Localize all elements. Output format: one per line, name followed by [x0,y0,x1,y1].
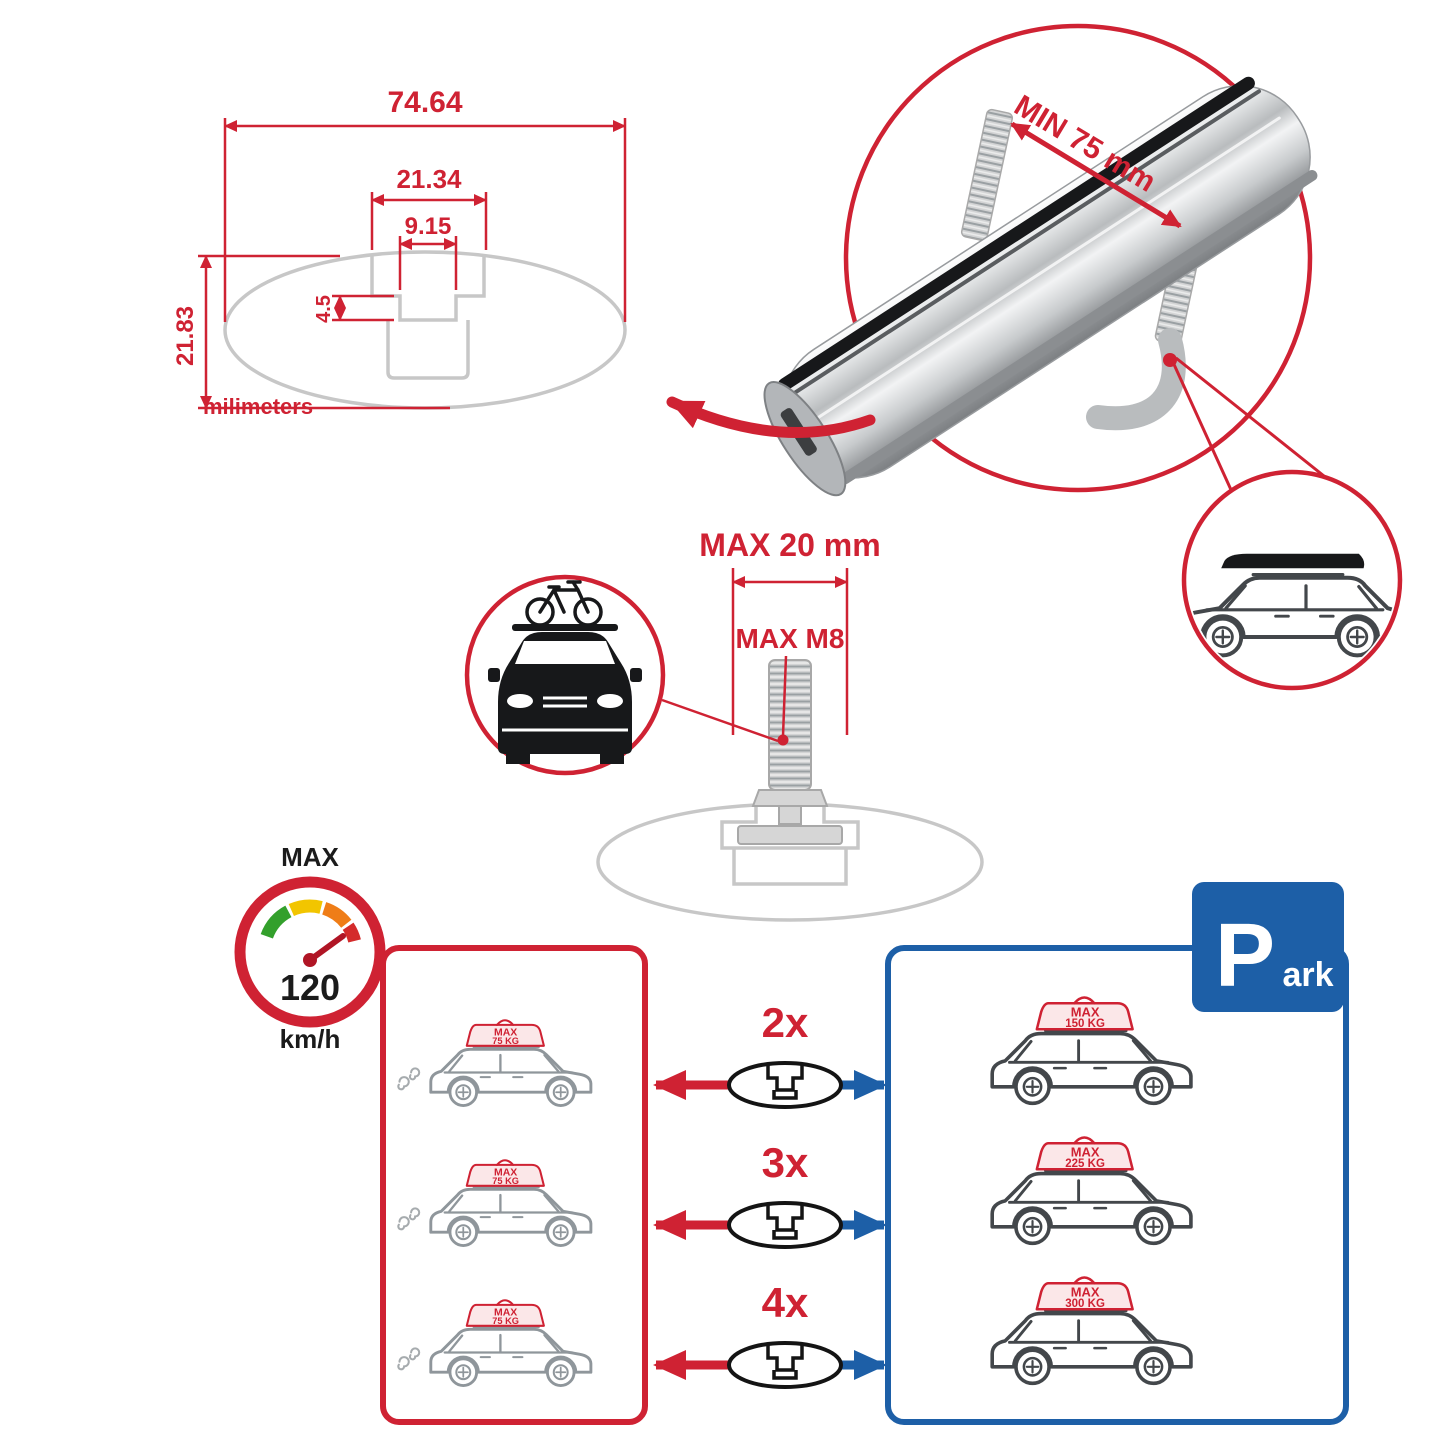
multiplier-row-3: 4x [653,1279,887,1389]
multiplier-label: 2x [762,999,809,1046]
driving-car-2: MAX 75 KG [397,1159,593,1247]
parking-sign-suffix: ark [1282,956,1333,994]
dim-height-label: 21.83 [172,306,199,366]
bolt-width-label: MAX 20 mm [699,527,880,563]
unit-label: milimeters [203,394,313,419]
crossbar-section-icon [727,1061,843,1109]
cargo-max-label: MAX [1071,1284,1100,1299]
dim-mid-width-label: 21.34 [396,164,462,194]
profile-stem-outline [732,848,848,886]
parking-sign-plate [1192,882,1344,1012]
parking-panel [885,945,1349,1425]
cargo-max-label: MAX [494,1167,517,1178]
bolt-thread-label: MAX M8 [736,623,845,654]
driving-car-1: MAX 75 KG [397,1019,593,1107]
closeup-to-drawing-arrow [666,396,876,438]
parking-sign-letter: P [1215,906,1275,1006]
parked-car-2: MAX 225 KG [990,1136,1193,1246]
crossbar-ellipse-outline [223,250,627,410]
cargo-weight-label: 75 KG [492,1176,519,1186]
parked-car-3: MAX 300 KG [990,1276,1193,1386]
crossbar-section-icon [727,1341,843,1389]
t-bolt-icon [737,659,843,845]
crossbar-closeup: MIN 75 mm [763,23,1318,497]
vehicle-circle [1181,469,1403,691]
cargo-weight-label: 300 KG [1065,1298,1105,1310]
speed-value: 120 [280,967,340,1008]
parking-sign: P ark [1192,882,1344,1012]
speedometer-arcs [260,899,361,943]
parked-car-1: MAX 150 KG [990,996,1193,1106]
bolt-dimension-lines [661,568,849,743]
dimension-lines [198,118,627,410]
cargo-weight-label: 75 KG [492,1036,519,1046]
speed-max-label: MAX [281,842,339,872]
multiplier-label: 3x [762,1139,809,1186]
profile-channel-outline [720,806,860,850]
clamp-rod-left [960,108,1014,242]
t-slot-stem-outline [386,320,470,380]
bolt-fitting-diagram: MAX 20 mm MAX M8 [464,527,984,922]
crossbar-dimension-diagram: 74.64 21.34 9.15 4.5 21.83 milimeters [172,86,627,419]
min-span-arrow [1010,121,1182,229]
t-slot-channel-outline [370,256,486,322]
cargo-weight-label: 225 KG [1065,1158,1105,1170]
cargo-max-label: MAX [1071,1144,1100,1159]
bolt-callout-dot [777,734,789,746]
multiplier-row-1: 2x [653,999,887,1109]
bike-carrier-callout [464,574,666,776]
cargo-max-label: MAX [1071,1004,1100,1019]
speedometer-hub [303,953,317,967]
crossbar-section-icon [727,1201,843,1249]
cargo-max-label: MAX [494,1307,517,1318]
cargo-weight-label: 75 KG [492,1316,519,1326]
dim-total-width-label: 74.64 [387,86,462,119]
car-front-icon [488,624,642,764]
speedometer-icon: MAX 120 km/h [234,842,386,1054]
cargo-weight-label: 150 KG [1065,1018,1105,1030]
callout-lines [1170,356,1335,493]
multiplier-label: 4x [762,1279,809,1326]
speed-unit: km/h [280,1024,341,1054]
dim-step-depth-label: 4.5 [313,295,335,323]
dim-slot-width-label: 9.15 [405,213,452,240]
driving-car-3: MAX 75 KG [397,1299,593,1387]
multiplier-row-2: 3x [653,1139,887,1249]
cargo-max-label: MAX [494,1027,517,1038]
vehicle-context-callout [1170,356,1403,691]
